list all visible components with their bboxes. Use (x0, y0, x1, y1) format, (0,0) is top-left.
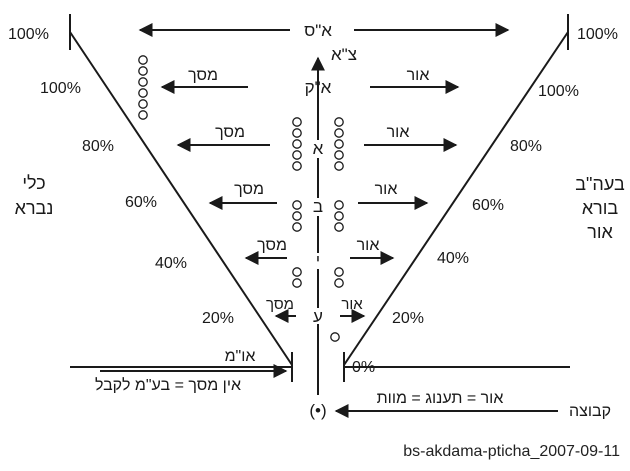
world-label-akudim: א"ק (305, 78, 332, 97)
right-diagonal-line (343, 31, 569, 366)
or-label-3: אור (375, 181, 398, 198)
no-masach-label: אין מסך = בע"מ לקבל (95, 376, 241, 394)
right-pct-80: 80% (510, 138, 542, 155)
world-label-yetzira: י (316, 251, 320, 270)
right-pct-0: 0% (352, 359, 375, 376)
right-pct-100: 100% (538, 83, 579, 100)
masach-label-2: מסך (215, 124, 245, 141)
left-pct-top: 100% (8, 26, 49, 43)
right-pct-top: 100% (577, 26, 618, 43)
kvutza-label: קבוצה (569, 403, 611, 420)
left-diagonal-line (69, 31, 293, 366)
reshimot-circles (138, 55, 344, 342)
or-label-1: אור (407, 67, 430, 84)
left-pct-40: 40% (155, 255, 187, 272)
world-label-asiya: ע (313, 307, 323, 326)
right-pct-60: 60% (472, 197, 504, 214)
nivra-label: נברא (15, 198, 54, 218)
or-label-4: אור (357, 237, 380, 254)
or-label-5: אור (341, 296, 363, 313)
or-side-label: אור (587, 222, 613, 242)
right-pct-40: 40% (437, 250, 469, 267)
baal-habayit-label: בעה"ב (575, 174, 625, 194)
left-pct-60: 60% (125, 194, 157, 211)
tzimtzum-label: צ"א (331, 45, 357, 64)
masach-label-5: מסך (266, 296, 294, 313)
olam-hazeh-label: או"מ (225, 348, 256, 365)
bore-label: בורא (582, 198, 619, 218)
or-label-2: אור (387, 124, 410, 141)
ein-sof-label: א"ס (304, 21, 332, 40)
masach-label-1: מסך (188, 67, 218, 84)
masach-label-4: מסך (257, 237, 287, 254)
left-pct-20: 20% (202, 310, 234, 327)
right-pct-20: 20% (392, 310, 424, 327)
or-taanug-mavet-label: אור = תענוג = מוות (377, 390, 504, 407)
point-symbol: (•) (309, 401, 326, 420)
left-pct-80: 80% (82, 138, 114, 155)
diagram-caption: bs-akdama-pticha_2007-09-11 (403, 443, 620, 460)
masach-label-3: מסך (234, 181, 264, 198)
world-label-atzilut: א (313, 139, 324, 158)
left-pct-100: 100% (40, 80, 81, 97)
kli-label: כלי (22, 173, 45, 193)
world-label-beria: ב (313, 197, 323, 216)
